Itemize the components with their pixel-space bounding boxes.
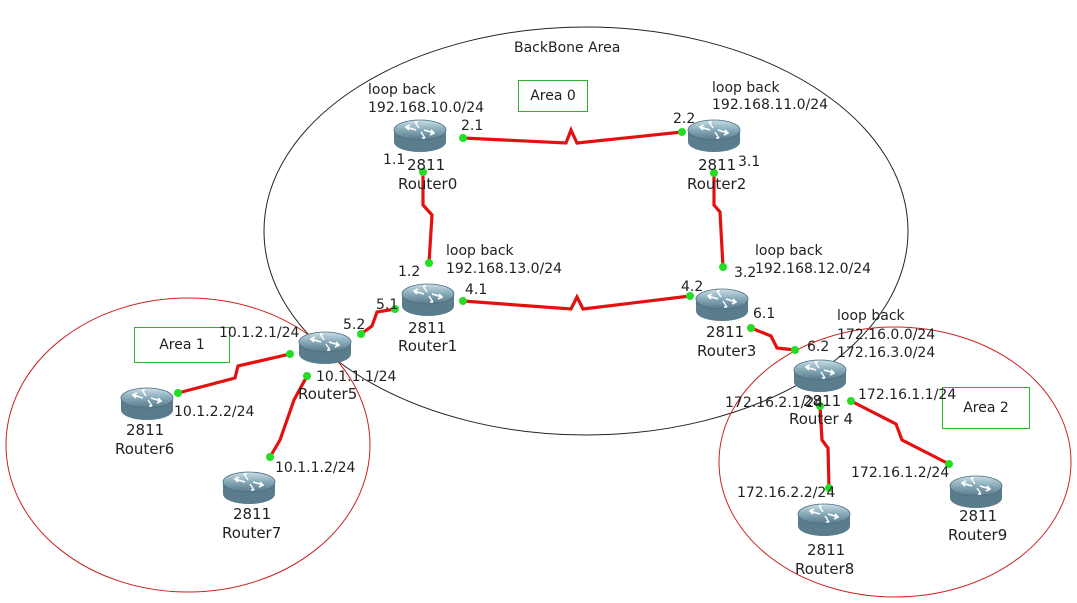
backbone-area-outline	[263, 26, 909, 436]
port-dot	[678, 128, 686, 136]
port-dot	[419, 168, 427, 176]
link-router2-router3[interactable]	[712, 173, 725, 268]
interface-label: 3.1	[738, 154, 761, 170]
interface-label: 10.1.2.2/24	[174, 404, 255, 420]
interface-label: 1.1	[383, 152, 406, 168]
port-dot	[303, 372, 311, 380]
interface-label: 10.1.2.1/24	[219, 325, 300, 341]
interface-label: 5.1	[376, 297, 399, 313]
port-dot	[847, 397, 855, 405]
interface-label: 10.1.1.1/24	[316, 369, 397, 385]
router2-name: Router2	[687, 175, 747, 193]
router1-loopback-title: loop back	[446, 243, 514, 259]
port-dot	[791, 346, 799, 354]
interface-label: 172.16.2.1/24	[725, 395, 824, 411]
router5-name: Router5	[298, 385, 358, 403]
backbone-area-label: BackBone Area	[514, 40, 621, 56]
router7-name: Router7	[222, 524, 282, 542]
link-router1-router5[interactable]	[360, 307, 396, 336]
router3-loopback-title: loop back	[755, 243, 823, 259]
link-router4-router8[interactable]	[818, 405, 831, 489]
router8-name: Router8	[795, 560, 855, 578]
link-router0-router2[interactable]	[462, 125, 683, 145]
link-router3-router4[interactable]	[750, 326, 796, 352]
interface-label: 172.16.1.2/24	[851, 465, 950, 481]
port-dot	[686, 292, 694, 300]
interface-label: 2.2	[673, 111, 696, 127]
router6-model: 2811	[126, 421, 165, 439]
router3-name: Router3	[697, 342, 757, 360]
router4-loopback-network: 172.16.3.0/24	[837, 345, 936, 361]
interface-label: 3.2	[734, 265, 757, 281]
link-router1-router3[interactable]	[462, 293, 691, 311]
router0-loopback-network: 192.168.10.0/24	[368, 100, 485, 116]
port-dot	[459, 134, 467, 142]
interface-label: 172.16.1.1/24	[858, 387, 957, 403]
port-dot	[825, 484, 833, 492]
interface-label: 172.16.2.2/24	[737, 485, 836, 501]
interface-label: 5.2	[343, 317, 366, 333]
router4-model: 2811	[803, 392, 842, 410]
router1-model: 2811	[408, 319, 447, 337]
router0-loopback-title: loop back	[368, 82, 436, 98]
port-dot	[425, 259, 433, 267]
port-dot	[286, 350, 294, 358]
router4-loopback-title: loop back	[837, 308, 905, 324]
port-dot	[710, 169, 718, 177]
router8-model: 2811	[807, 541, 846, 559]
router3-model: 2811	[706, 323, 745, 341]
router2-model: 2811	[698, 156, 737, 174]
router4-loopback-network: 172.16.0.0/24	[837, 327, 936, 343]
area0-label: Area 0	[518, 80, 588, 112]
link-router0-router1[interactable]	[421, 172, 434, 264]
interface-label: 6.1	[753, 306, 776, 322]
interface-label: 4.1	[465, 282, 488, 298]
link-router5-router6[interactable]	[177, 352, 291, 395]
link-router4-router9[interactable]	[850, 399, 950, 466]
area2-outline	[718, 326, 1072, 598]
router2-loopback-title: loop back	[712, 80, 780, 96]
interface-label: 4.2	[681, 279, 704, 295]
interface-label: 10.1.1.2/24	[275, 460, 356, 476]
router1-loopback-network: 192.168.13.0/24	[446, 261, 563, 277]
router0-name: Router0	[398, 175, 458, 193]
interface-label: 1.2	[398, 264, 421, 280]
router3-loopback-network: 192.168.12.0/24	[755, 261, 872, 277]
port-dot	[391, 305, 399, 313]
area1-label: Area 1	[134, 327, 230, 363]
port-dot	[945, 460, 953, 468]
router9-name: Router9	[948, 526, 1008, 544]
port-dot	[459, 297, 467, 305]
port-dot	[747, 324, 755, 332]
interface-label: 6.2	[807, 339, 830, 355]
router9-model: 2811	[959, 507, 998, 525]
router2-loopback-network: 192.168.11.0/24	[712, 97, 829, 113]
port-dot	[266, 453, 274, 461]
router6-name: Router6	[115, 440, 175, 458]
area1-outline	[5, 297, 371, 593]
port-dot	[174, 389, 182, 397]
link-router5-router7[interactable]	[268, 375, 309, 458]
router7-model: 2811	[233, 505, 272, 523]
port-dot	[357, 330, 365, 338]
router0-model: 2811	[407, 156, 446, 174]
area2-label: Area 2	[942, 387, 1030, 429]
router1-name: Router1	[398, 337, 458, 355]
port-dot	[816, 402, 824, 410]
port-dot	[719, 263, 727, 271]
interface-label: 2.1	[461, 118, 484, 134]
router4-name: Router 4	[789, 410, 854, 428]
